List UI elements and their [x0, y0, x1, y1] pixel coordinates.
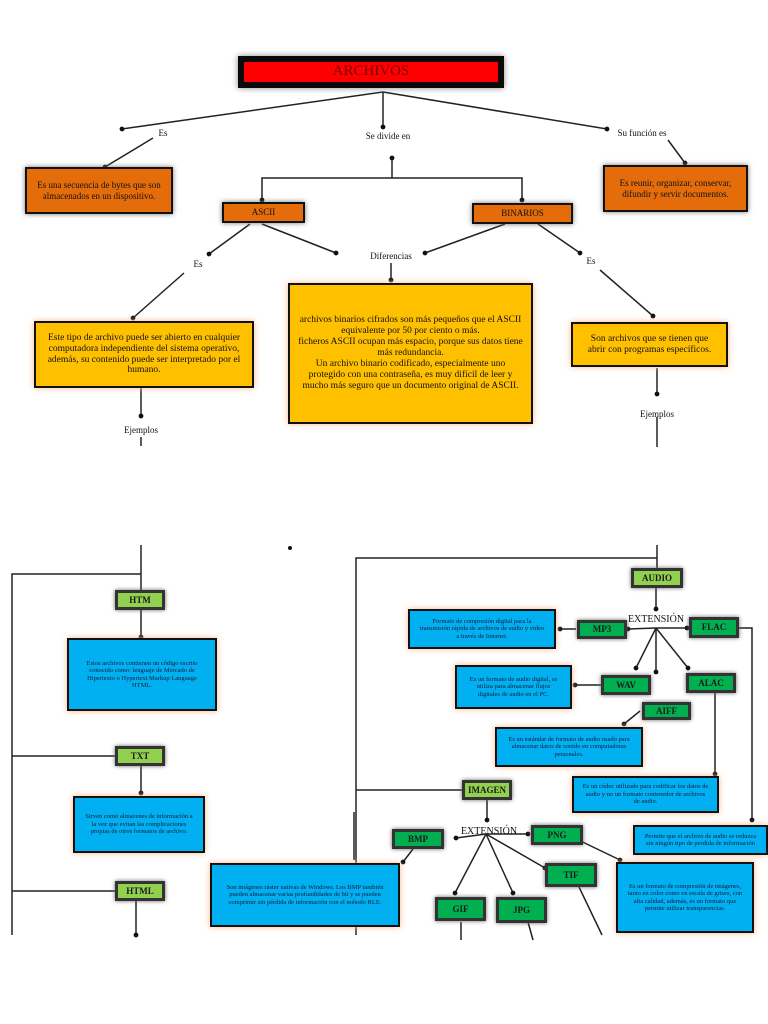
binarios-node: BINARIOS [472, 203, 573, 224]
title-box: ARCHIVOS [238, 56, 504, 88]
label-diferencias: Diferencias [370, 251, 412, 261]
flac-node: FLAC [689, 617, 739, 638]
aiff-description: Es un estándar de formato de audio usado… [495, 727, 643, 767]
mp3-node: MP3 [577, 620, 627, 639]
png-node: PNG [531, 825, 583, 845]
diferencia-3: Un archivo binario codificado, especialm… [302, 358, 519, 391]
wav-node: WAV [601, 675, 651, 695]
alac-description: Es un códec utilizado para codificar los… [572, 776, 719, 813]
txt-node: TXT [115, 746, 165, 766]
diferencias-box: archivos binarios cifrados son más peque… [288, 283, 533, 424]
audio-node: AUDIO [631, 568, 683, 588]
html-node: HTML [115, 881, 165, 901]
imagen-extension-label: EXTENSIÓN [460, 826, 518, 837]
label-binarios-ejemplos: Ejemplos [640, 409, 674, 419]
alac-node: ALAC [686, 673, 736, 693]
imagen-node: IMAGEN [462, 780, 512, 800]
stray-dot [288, 546, 292, 550]
htm-description: Estos archivos contienen un código escri… [67, 638, 217, 711]
tif-node: TIF [545, 863, 597, 887]
label-binarios-es: Es [586, 256, 596, 266]
flac-description: Permite que el archivo de audio se reduz… [633, 825, 768, 855]
label-se-divide-en: Se divide en [365, 131, 411, 141]
png-description: Es un formato de compresión de imágenes,… [616, 862, 754, 933]
jpg-node: JPG [496, 897, 547, 923]
txt-description: Sirven como almacenes de información a l… [73, 796, 205, 853]
bmp-node: BMP [392, 829, 444, 849]
diferencia-1: archivos binarios cifrados son más peque… [299, 315, 522, 337]
htm-node: HTM [115, 590, 165, 610]
ascii-description-box: Este tipo de archivo puede ser abierto e… [34, 321, 254, 388]
label-su-funcion-es: Su función es [617, 128, 667, 138]
gif-node: GIF [435, 897, 486, 921]
function-box: Es reunir, organizar, conservar, difundi… [603, 165, 748, 212]
bmp-description: Son imágenes ráster nativas de Windows. … [210, 863, 400, 927]
label-ascii-ejemplos: Ejemplos [124, 425, 158, 435]
ascii-node: ASCII [222, 202, 305, 223]
definition-box: Es una secuencia de bytes que son almace… [25, 167, 173, 214]
label-es: Es [158, 128, 168, 138]
wav-description: Es un formato de audio digital, se utili… [455, 665, 572, 709]
mp3-description: Formato de compresión digital para la tr… [408, 609, 556, 649]
binarios-description-box: Son archivos que se tienen que abrir con… [571, 322, 728, 367]
audio-extension-label: EXTENSIÓN [627, 614, 685, 625]
label-ascii-es: Es [193, 259, 203, 269]
diferencia-2: ficheros ASCII ocupan más espacio, porqu… [298, 337, 523, 359]
aiff-node: AIFF [642, 702, 691, 720]
